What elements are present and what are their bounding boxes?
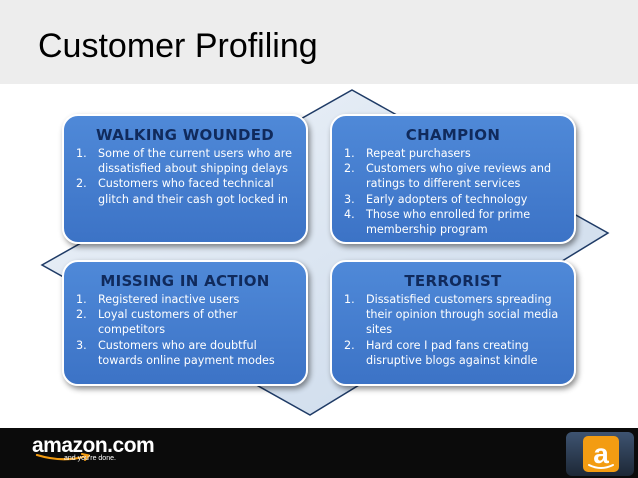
- list-item: 1.Some of the current users who are diss…: [76, 147, 292, 176]
- quadrant-walking-wounded: WALKING WOUNDED 1.Some of the current us…: [62, 114, 308, 244]
- quadrant-list: 1.Repeat purchasers 2.Customers who give…: [332, 146, 574, 237]
- quadrant-list: 1.Dissatisfied customers spreading their…: [332, 292, 574, 368]
- amazon-app-icon: a: [566, 432, 634, 476]
- list-item: 3.Early adopters of technology: [344, 192, 528, 206]
- list-item: 3.Customers who are doubtful towards onl…: [76, 338, 275, 367]
- quadrant-missing-in-action: MISSING IN ACTION 1.Registered inactive …: [62, 260, 308, 386]
- list-item: 2.Hard core I pad fans creating disrupti…: [344, 338, 538, 367]
- list-item: 1.Repeat purchasers: [344, 147, 471, 160]
- list-item: 1.Dissatisfied customers spreading their…: [344, 293, 559, 337]
- slide-footer: [0, 428, 638, 478]
- list-item: 2.Customers who give reviews and ratings…: [344, 162, 552, 191]
- quadrant-champion: CHAMPION 1.Repeat purchasers 2.Customers…: [330, 114, 576, 244]
- amazon-logo-tagline: and you're done.: [64, 455, 116, 462]
- quadrant-title: CHAMPION: [405, 126, 501, 144]
- slide-header: [0, 0, 638, 84]
- amazon-logo-text: amazon.com: [32, 434, 155, 457]
- slide-title: Customer Profiling: [38, 27, 318, 65]
- quadrant-title: TERRORIST: [404, 272, 502, 290]
- quadrant-title: WALKING WOUNDED: [95, 126, 274, 144]
- amazon-smile-arrow-icon: [35, 453, 90, 461]
- quadrant-list: 1.Some of the current users who are diss…: [64, 146, 306, 207]
- svg-text:a: a: [593, 438, 609, 469]
- quadrant-title: MISSING IN ACTION: [100, 272, 270, 290]
- list-item: 2.Customers who faced technical glitch a…: [76, 177, 289, 206]
- quadrant-list: 1.Registered inactive users 2.Loyal cust…: [64, 292, 306, 368]
- list-item: 2.Loyal customers of other competitors: [76, 308, 238, 337]
- quadrant-terrorist: TERRORIST 1.Dissatisfied customers sprea…: [330, 260, 576, 386]
- list-item: 1.Registered inactive users: [76, 293, 240, 306]
- list-item: 4.Those who enrolled for prime membershi…: [344, 207, 531, 237]
- amazon-logo: amazon.com and you're done.: [32, 434, 155, 470]
